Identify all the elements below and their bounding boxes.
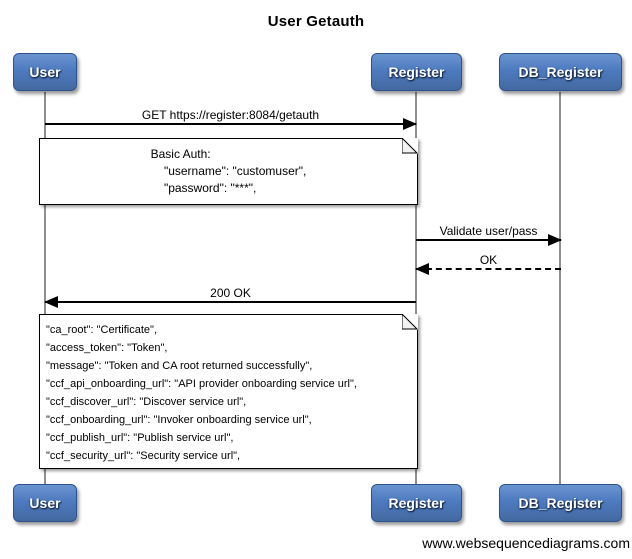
message-label: OK: [479, 253, 498, 267]
message-label: GET https://register:8084/getauth: [141, 108, 320, 122]
actor-user-top: User: [13, 53, 77, 91]
note-text: "ca_root": "Certificate", "access_token"…: [46, 324, 357, 462]
note-response-payload: "ca_root": "Certificate", "access_token"…: [39, 314, 418, 469]
note-fold-icon: [402, 138, 418, 154]
actor-register-bottom: Register: [371, 484, 462, 522]
diagram-title: User Getauth: [267, 13, 365, 30]
lifeline-user: [44, 92, 46, 484]
actor-db-register-label: DB_Register: [518, 64, 603, 80]
message-label: Validate user/pass: [439, 224, 538, 238]
actor-user-label: User: [29, 495, 61, 511]
actor-db-register-label: DB_Register: [518, 495, 603, 511]
message-line: [45, 118, 417, 130]
message-line: [44, 296, 416, 308]
actor-user-label: User: [29, 64, 61, 80]
note-text: Basic Auth: "username": "customuser", "p…: [150, 147, 307, 195]
lifeline-db-register: [559, 92, 561, 484]
note-fold-icon: [402, 314, 418, 330]
arrowhead-left-icon: [44, 296, 58, 308]
watermark: www.websequencediagrams.com: [422, 535, 630, 551]
actor-register-top: Register: [371, 53, 462, 91]
arrowhead-right-icon: [548, 234, 562, 246]
note-basic-auth: Basic Auth: "username": "customuser", "p…: [39, 138, 418, 205]
message-200-ok: 200 OK: [44, 285, 416, 308]
actor-db-register-top: DB_Register: [499, 53, 622, 91]
actor-user-bottom: User: [13, 484, 77, 522]
lifeline-register: [415, 92, 417, 484]
message-ok-return: OK: [415, 252, 561, 275]
actor-register-label: Register: [388, 64, 445, 80]
message-label: 200 OK: [210, 286, 251, 300]
message-validate: Validate user/pass: [416, 223, 562, 246]
message-get-getauth: GET https://register:8084/getauth: [45, 107, 417, 130]
message-line: [416, 234, 562, 246]
arrowhead-right-icon: [403, 118, 417, 130]
message-line: [415, 263, 561, 275]
arrowhead-left-icon: [415, 263, 429, 275]
actor-db-register-bottom: DB_Register: [499, 484, 622, 522]
actor-register-label: Register: [388, 495, 445, 511]
